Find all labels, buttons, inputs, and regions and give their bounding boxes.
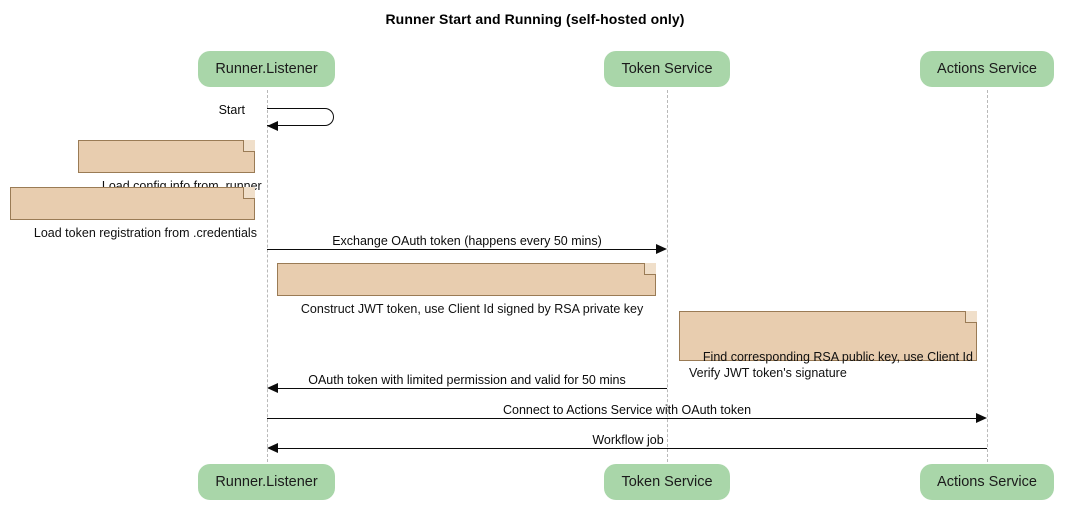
participant-runner-listener-top[interactable]: Runner.Listener <box>198 51 335 87</box>
note-text: Find corresponding RSA public key, use C… <box>689 350 973 380</box>
message-label-oauth-token-response: OAuth token with limited permission and … <box>308 373 626 387</box>
note-text: Construct JWT token, use Client Id signe… <box>300 302 644 316</box>
lifeline-actions-service <box>987 90 988 462</box>
message-label-exchange-oauth-token: Exchange OAuth token (happens every 50 m… <box>332 234 602 248</box>
lifeline-runner-listener <box>267 90 268 462</box>
participant-token-service-bottom[interactable]: Token Service <box>604 464 730 500</box>
note-load-token-registration: Load token registration from .credential… <box>10 187 257 240</box>
message-label-workflow-job: Workflow job <box>592 433 664 447</box>
arrowhead-oauth-token-response <box>267 382 278 393</box>
self-loop-path <box>267 108 334 126</box>
lifeline-token-service <box>667 90 668 462</box>
participant-label: Token Service <box>621 61 713 77</box>
message-label-start: Start <box>218 103 245 117</box>
message-line-connect-to-actions-service <box>267 418 976 419</box>
message-label-connect-to-actions-service: Connect to Actions Service with OAuth to… <box>502 403 752 417</box>
participant-token-service-top[interactable]: Token Service <box>604 51 730 87</box>
participant-actions-service-top[interactable]: Actions Service <box>920 51 1054 87</box>
participant-actions-service-bottom[interactable]: Actions Service <box>920 464 1054 500</box>
diagram-title: Runner Start and Running (self-hosted on… <box>385 11 685 27</box>
participant-label: Runner.Listener <box>215 61 318 77</box>
participant-label: Actions Service <box>937 474 1037 490</box>
arrowhead-exchange-oauth-token <box>656 243 667 254</box>
participant-label: Token Service <box>621 474 713 490</box>
message-line-workflow-job <box>278 448 987 449</box>
note-verify-jwt: Find corresponding RSA public key, use C… <box>679 311 977 380</box>
note-fold-icon <box>243 187 255 199</box>
arrowhead-start <box>267 120 278 131</box>
arrowhead-workflow-job <box>267 442 278 453</box>
participant-runner-listener-bottom[interactable]: Runner.Listener <box>198 464 335 500</box>
arrowhead-connect-to-actions-service <box>976 412 987 423</box>
note-fold-icon <box>965 311 977 323</box>
message-line-exchange-oauth-token <box>267 249 656 250</box>
note-fold-icon <box>243 140 255 152</box>
participant-label: Runner.Listener <box>215 474 318 490</box>
note-load-config: Load config info from .runner <box>78 140 262 193</box>
message-line-oauth-token-response <box>278 388 667 389</box>
note-construct-jwt: Construct JWT token, use Client Id signe… <box>277 263 656 316</box>
note-text: Load token registration from .credential… <box>33 226 257 240</box>
note-fold-icon <box>644 263 656 275</box>
participant-label: Actions Service <box>937 61 1037 77</box>
